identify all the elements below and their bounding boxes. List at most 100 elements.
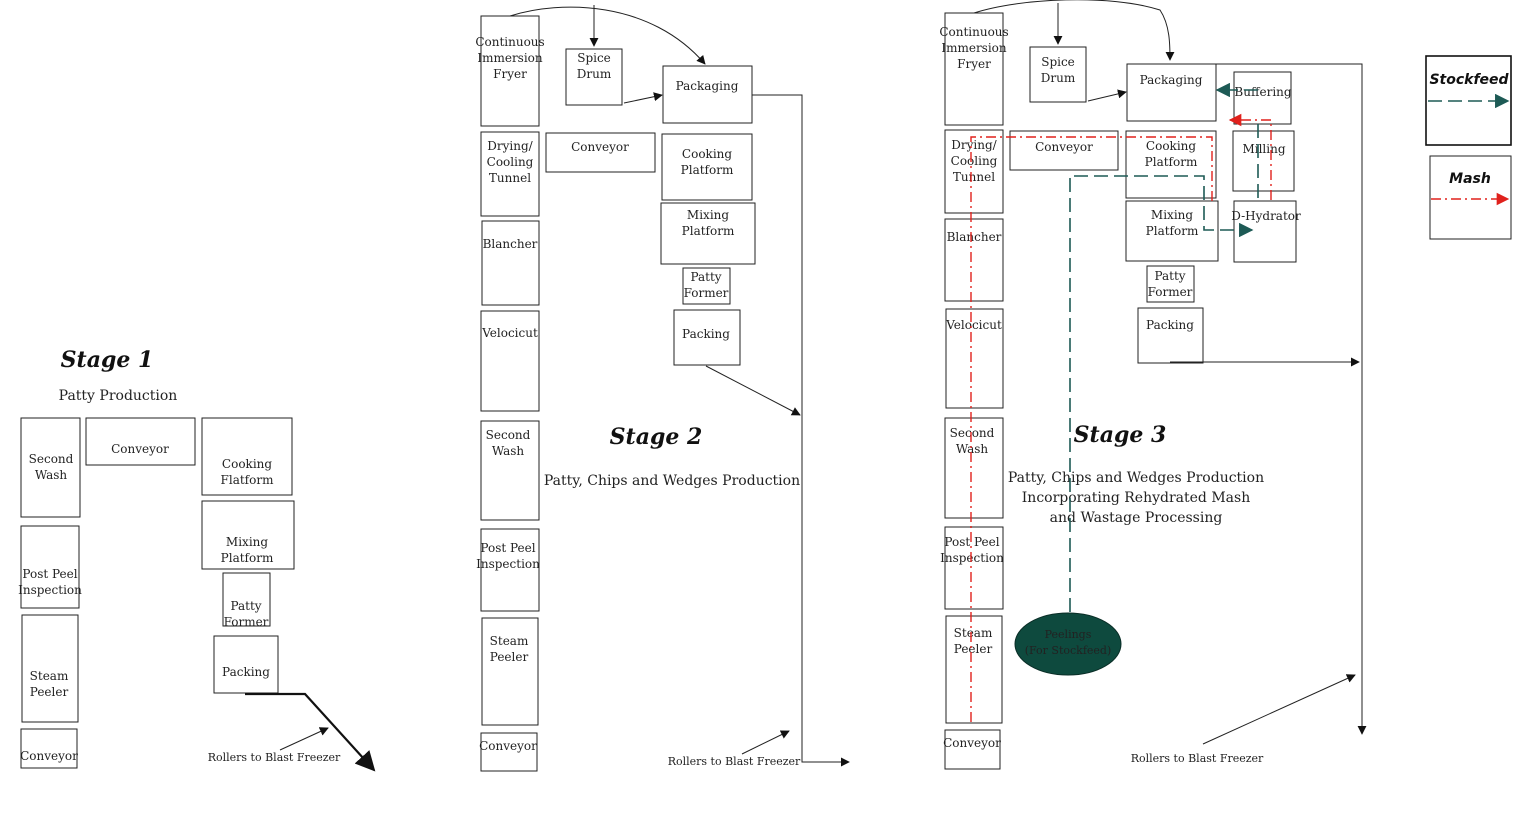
label-line: Spice <box>577 51 611 65</box>
stage-1-subtitle: Patty Production <box>59 388 178 404</box>
box-conveyor: Conveyor <box>545 132 656 173</box>
label-line: Patty <box>1154 269 1185 283</box>
packaging-output-line <box>752 94 850 767</box>
label-line: Steam <box>490 634 529 648</box>
label-line: Mixing <box>1151 208 1193 222</box>
mash-main-line <box>970 136 1213 722</box>
box-label: Velocicut <box>481 326 538 340</box>
box-label: Packing <box>682 327 730 341</box>
stage-2: Stage 2 Patty, Chips and Wedges Producti… <box>475 5 850 772</box>
label-line: Wash <box>956 442 989 456</box>
stage-3-subtitle: Patty, Chips and Wedges ProductionIncorp… <box>1008 470 1264 526</box>
mash-return-arrow <box>1228 113 1272 200</box>
box-label: Conveyor <box>20 749 78 763</box>
label-line: Immersion <box>941 41 1007 55</box>
label-line: Continuous <box>939 25 1008 39</box>
label-line: Former <box>684 286 729 300</box>
label-line: Post Peel <box>22 567 77 581</box>
packing-output-arrow <box>245 692 376 772</box>
box-conveyor-bottom: Conveyor <box>943 729 1001 770</box>
spice-drum-to-packaging-arrow <box>1087 89 1127 102</box>
box-conveyor-bottom: Conveyor <box>479 732 538 772</box>
box-velocicut: Velocicut <box>945 308 1004 409</box>
box-packaging: Packaging <box>1126 63 1217 122</box>
rollers-label: Rollers to Blast Freezer <box>208 751 341 764</box>
label-line: Cooling <box>951 154 998 168</box>
stage-2-title: Stage 2 <box>610 424 703 450</box>
box-d-hydrator: D-Hydrator <box>1231 200 1301 263</box>
box-blancher: Blancher <box>944 218 1004 302</box>
box-label: Blancher <box>483 237 538 251</box>
label-line: Inspection <box>940 551 1004 565</box>
peelings-label: Peelings(For Stockfeed) <box>1025 628 1112 657</box>
label-line: Inspection <box>18 583 82 597</box>
label-line: Platform <box>681 163 734 177</box>
label-line: Mixing <box>687 208 729 222</box>
box-milling: Milling <box>1232 130 1295 192</box>
box-label: Conveyor <box>571 140 629 154</box>
label-line: Second <box>486 428 531 442</box>
stage-3-title: Stage 3 <box>1074 422 1167 448</box>
peelings-stockfeed-node: Peelings(For Stockfeed) <box>1014 612 1122 676</box>
legend-stockfeed: Stockfeed <box>1425 55 1512 146</box>
legend: Stockfeed Mash <box>1425 55 1512 240</box>
label-line: Packing <box>1146 318 1194 332</box>
label-line: Milling <box>1242 142 1285 156</box>
box-packaging: Packaging <box>662 65 753 124</box>
label-line: Drying/ <box>487 139 533 153</box>
label-line: Packaging <box>1140 73 1203 87</box>
label-line: Velocicut <box>945 318 1002 332</box>
label-line: Conveyor <box>20 749 78 763</box>
label-line: Cooling <box>487 155 534 169</box>
box-label: Packing <box>222 665 270 679</box>
label-line: Packaging <box>676 79 739 93</box>
stage-1-title: Stage 1 <box>61 347 154 373</box>
label-line: Conveyor <box>1035 140 1093 154</box>
label-line: and Wastage Processing <box>1050 510 1223 526</box>
box-label: Conveyor <box>943 736 1001 750</box>
box-label: Packaging <box>676 79 739 93</box>
label-line: Wash <box>492 444 525 458</box>
label-line: Buffering <box>1234 85 1291 99</box>
label-line: Platform <box>682 224 735 238</box>
label-line: Blancher <box>947 230 1002 244</box>
label-line: Conveyor <box>571 140 629 154</box>
rollers-arrow <box>279 727 329 751</box>
label-line: Fryer <box>957 57 991 71</box>
label-line: Cooking <box>222 457 272 471</box>
label-line: Immersion <box>477 51 543 65</box>
box-packing: Packing <box>673 309 741 366</box>
label-line: Drum <box>577 67 612 81</box>
label-line: (For Stockfeed) <box>1025 644 1112 657</box>
legend-mash-label: Mash <box>1449 171 1491 187</box>
stage-2-subtitle: Patty, Chips and Wedges Production <box>544 473 800 489</box>
label-line: Patty <box>690 270 721 284</box>
label-line: Conveyor <box>479 739 537 753</box>
label-line: Drum <box>1041 71 1076 85</box>
label-line: Former <box>1148 285 1193 299</box>
